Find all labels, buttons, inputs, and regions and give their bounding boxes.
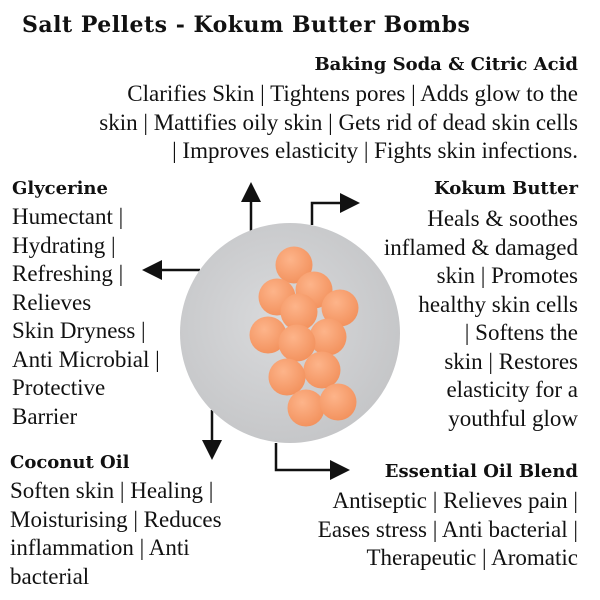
text-line: Hydrating | xyxy=(12,232,116,258)
kokum-text: Heals & soothes inflamed & damaged skin … xyxy=(384,205,578,433)
text-line: Protective xyxy=(12,375,106,400)
arrow-right-icon xyxy=(310,193,360,225)
text-line: Humectant | xyxy=(12,204,124,229)
glycerine-heading: Glycerine xyxy=(12,178,108,199)
bath-bomb xyxy=(309,318,347,356)
text-line: skin | Restores xyxy=(444,348,578,374)
text-line: Clarifies Skin | Tightens pores | Adds g… xyxy=(127,81,578,106)
text-line: Therapeutic | Aromatic xyxy=(366,545,578,570)
text-line: Antiseptic | Relieves pain | xyxy=(332,488,578,513)
bath-bomb xyxy=(275,246,313,284)
arrow-right-icon xyxy=(274,443,350,480)
text-line: | Softens the xyxy=(464,320,578,345)
bath-bomb xyxy=(268,358,306,396)
text-line: | Improves elasticity | Fights skin infe… xyxy=(172,138,578,163)
text-line: healthy skin cells xyxy=(418,291,578,317)
bath-bomb xyxy=(319,383,357,421)
text-line: inflamed & damaged xyxy=(383,234,578,260)
baking-soda-heading: Baking Soda & Citric Acid xyxy=(314,54,578,75)
text-line: inflammation | Anti xyxy=(10,535,190,560)
text-line: youthful glow xyxy=(448,405,578,431)
text-line: Relieves xyxy=(12,289,92,315)
text-line: Heals & soothes xyxy=(427,206,578,231)
bath-bomb xyxy=(287,389,325,427)
text-line: Anti Microbial | xyxy=(12,346,160,372)
essential-heading: Essential Oil Blend xyxy=(384,461,578,482)
bath-bomb xyxy=(303,351,341,389)
text-line: bacterial xyxy=(10,563,90,589)
text-line: Eases stress | Anti bacterial | xyxy=(317,516,578,542)
kokum-heading: Kokum Butter xyxy=(434,178,578,199)
baking-soda-text: Clarifies Skin | Tightens pores | Adds g… xyxy=(99,80,578,166)
text-line: Soften skin | Healing | xyxy=(10,478,214,503)
bath-bomb xyxy=(278,324,316,362)
coconut-heading: Coconut Oil xyxy=(10,452,130,473)
coconut-text: Soften skin | Healing | Moisturising | R… xyxy=(10,477,222,591)
text-line: Skin Dryness | xyxy=(12,318,146,343)
text-line: skin | Mattifies oily skin | Gets rid of… xyxy=(99,109,578,135)
bath-bomb xyxy=(280,293,318,331)
text-line: Moisturising | Reduces xyxy=(10,506,222,532)
text-line: elasticity for a xyxy=(446,377,578,402)
glycerine-text: Humectant | Hydrating | Refreshing | Rel… xyxy=(12,203,160,431)
text-line: Refreshing | xyxy=(12,261,124,286)
bath-bomb xyxy=(321,289,359,327)
text-line: skin | Promotes xyxy=(436,263,578,288)
bath-bomb xyxy=(249,316,287,354)
text-line: Barrier xyxy=(12,403,78,429)
bath-bombs xyxy=(249,246,359,427)
essential-text: Antiseptic | Relieves pain | Eases stres… xyxy=(318,487,578,573)
page-title: Salt Pellets - Kokum Butter Bombs xyxy=(22,12,471,38)
